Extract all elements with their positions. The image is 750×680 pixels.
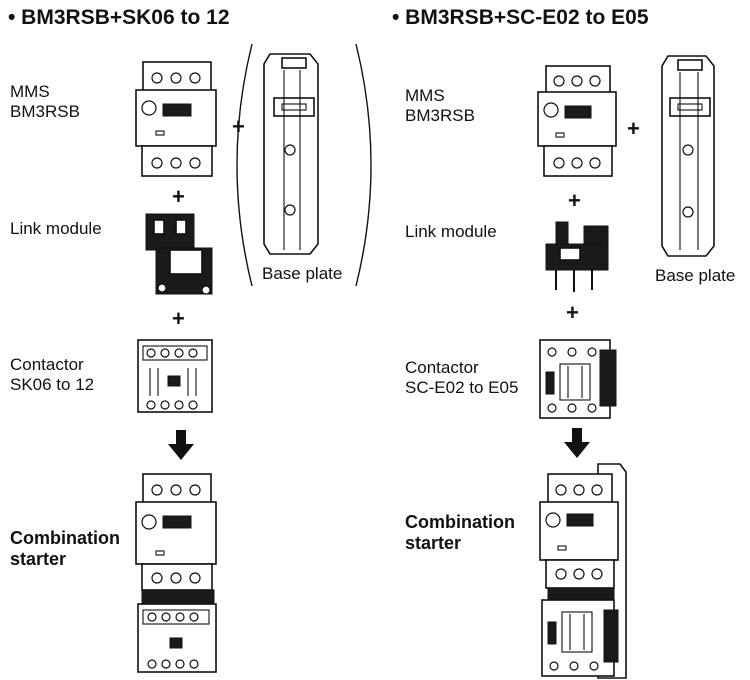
right-down-arrow <box>564 428 590 458</box>
plus-sign-right-2: + <box>566 300 579 325</box>
right-base-plate-illustration <box>661 55 715 257</box>
left-bracket-open <box>236 43 253 287</box>
right-heading: • BM3RSB+SC-E02 to E05 <box>392 6 649 29</box>
left-bracket-close <box>355 43 372 287</box>
left-link-module-illustration <box>145 213 213 295</box>
plus-sign-right-1: + <box>568 188 581 213</box>
left-combination-starter-illustration <box>135 473 217 673</box>
right-base-plate-label: Base plate <box>655 266 736 285</box>
right-link-module-label: Link module <box>405 222 497 241</box>
left-link-module-label: Link module <box>10 219 102 238</box>
plus-sign-right-base: + <box>627 116 640 141</box>
right-link-module-illustration <box>545 221 609 292</box>
left-base-plate-label: Base plate <box>262 264 343 283</box>
right-combination-starter-illustration <box>539 463 627 679</box>
plus-sign-left-2: + <box>172 306 185 331</box>
left-mms-illustration <box>135 61 217 177</box>
plus-sign-left-1: + <box>172 184 185 209</box>
right-mms-illustration <box>537 65 617 177</box>
left-contactor-illustration <box>137 339 213 413</box>
left-heading: • BM3RSB+SK06 to 12 <box>8 6 230 29</box>
right-contactor-illustration <box>539 339 617 419</box>
left-down-arrow <box>168 430 194 460</box>
left-base-plate-illustration <box>263 53 319 255</box>
